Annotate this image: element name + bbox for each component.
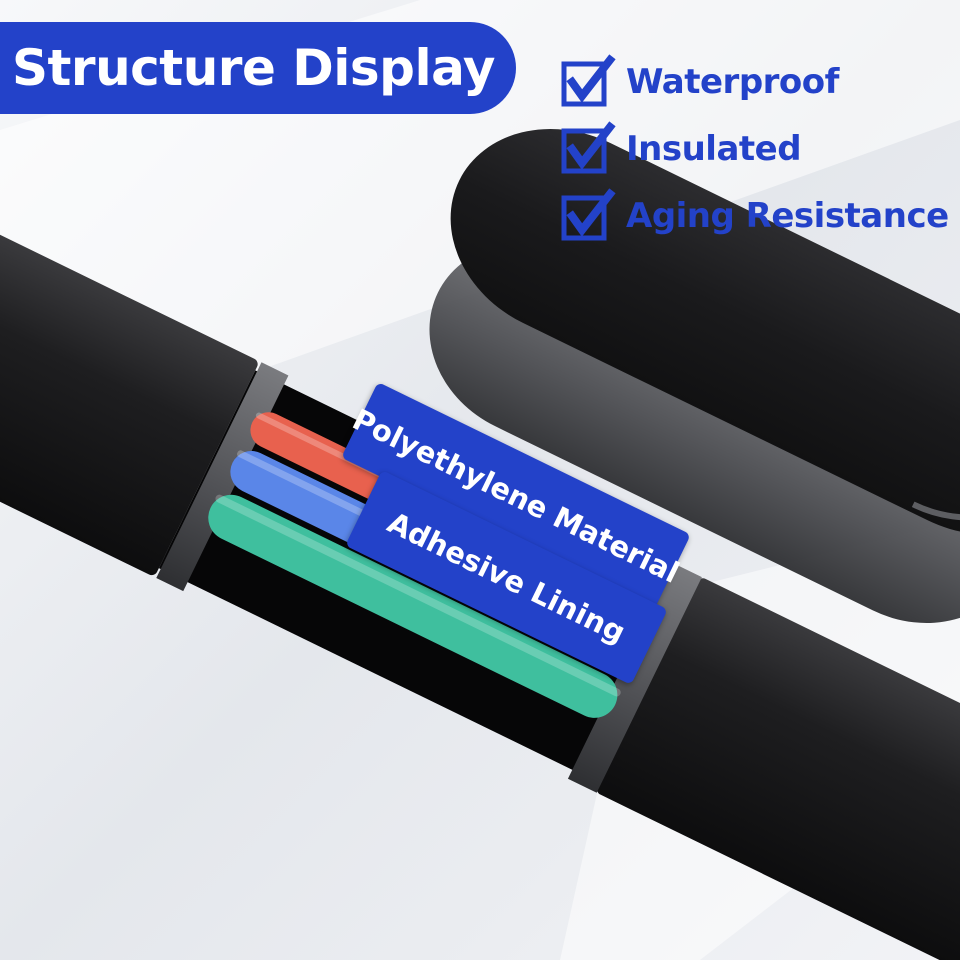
page-title: Structure Display	[0, 22, 516, 114]
feature-item: Waterproof	[560, 48, 955, 115]
feature-list: Waterproof Insulated Aging Resistance	[560, 48, 955, 249]
feature-item: Aging Resistance	[560, 182, 955, 249]
checkbox-check-icon	[561, 53, 616, 106]
cable-sheath-left	[0, 227, 258, 576]
cable-sheath-right	[596, 578, 960, 960]
feature-item: Insulated	[560, 115, 955, 182]
green-wire	[208, 494, 618, 718]
polyethylene-shell-layer	[450, 129, 960, 535]
feature-label: Waterproof	[626, 61, 839, 102]
checkbox-check-icon	[561, 120, 616, 173]
feature-label: Aging Resistance	[626, 195, 949, 236]
feature-label: Insulated	[626, 128, 802, 169]
checkbox-check-icon	[561, 187, 616, 240]
